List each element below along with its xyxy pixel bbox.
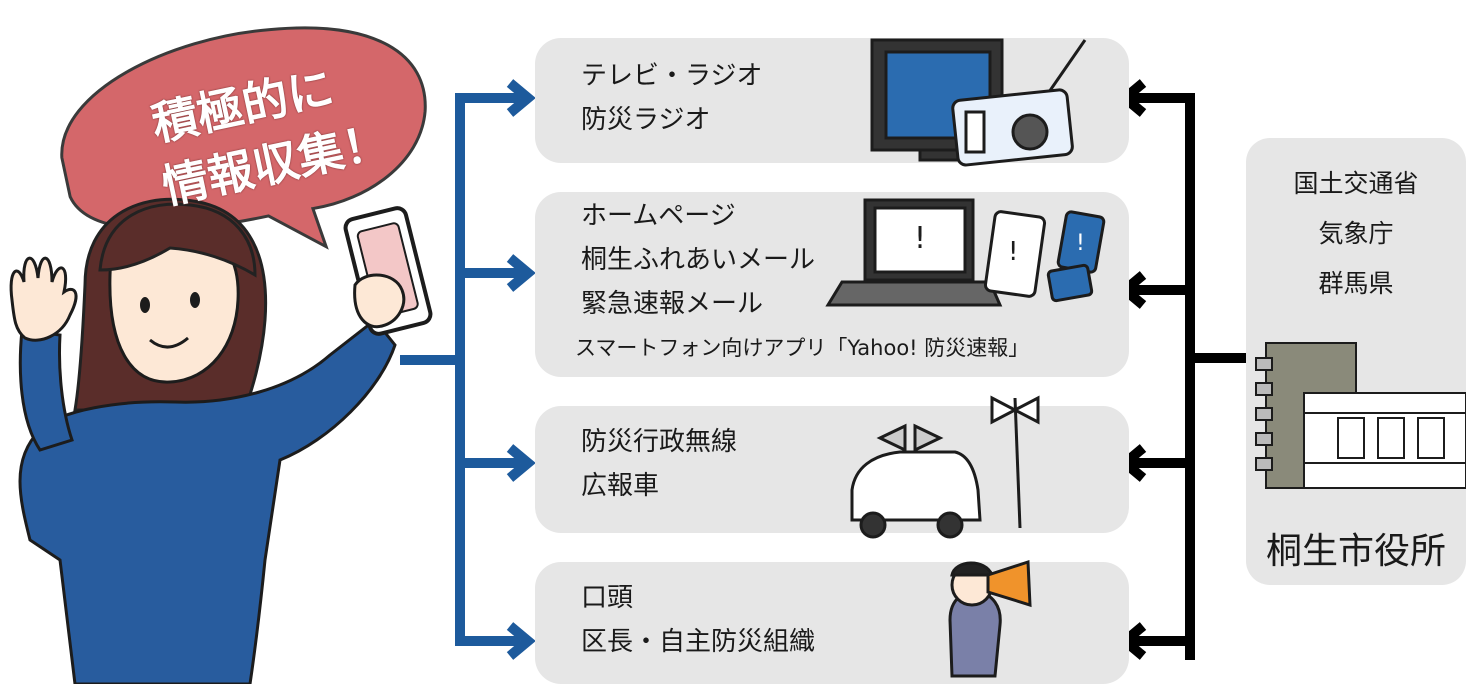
channel-line: スマートフォン向けアプリ「Yahoo! 防災速報」 xyxy=(575,336,1030,360)
agency-label: 気象庁 xyxy=(1318,219,1394,248)
arrow-to-radio-system xyxy=(506,444,536,482)
arrow-to-web xyxy=(506,254,536,292)
person-bangs-icon xyxy=(98,202,257,278)
left-arrowheads xyxy=(506,79,536,660)
arrow-to-verbal xyxy=(506,622,536,660)
svg-text:!: ! xyxy=(1076,231,1085,256)
person-eye-right-icon xyxy=(190,292,200,308)
government-panel: 国土交通省 気象庁 群馬県 桐生市役所 xyxy=(1246,138,1466,585)
person-mouth-icon xyxy=(149,336,189,349)
channel-line: 区長・自主防災組織 xyxy=(581,627,816,657)
person-eye-left-icon xyxy=(140,297,150,313)
svg-text:!: ! xyxy=(1008,237,1018,267)
channel-line: 口頭 xyxy=(581,583,634,613)
channel-line: テレビ・ラジオ xyxy=(581,61,763,91)
megaphone-person-icon xyxy=(948,559,1032,678)
arrow-to-tv-radio xyxy=(506,79,536,117)
laptop-tablet-phone-icon: ! ! ! xyxy=(825,198,1106,307)
city-hall-building-icon xyxy=(1255,342,1466,489)
channel-box-digital: ホームページ 桐生ふれあいメール 緊急速報メール スマートフォン向けアプリ「Ya… xyxy=(535,192,1129,377)
channel-line: 広報車 xyxy=(581,471,660,501)
agency-label: 群馬県 xyxy=(1318,269,1394,298)
channel-line: 桐生ふれあいメール xyxy=(581,245,816,275)
person-body-icon xyxy=(18,317,397,684)
city-office-label: 桐生市役所 xyxy=(1265,531,1446,572)
person-right-hand-icon xyxy=(353,273,406,329)
person-left-hand-icon xyxy=(9,256,78,342)
agency-label: 国土交通省 xyxy=(1293,169,1419,198)
tv-radio-icon xyxy=(870,38,1087,167)
svg-text:!: ! xyxy=(914,221,926,256)
person-left-arm-icon xyxy=(18,328,74,452)
left-connector xyxy=(400,93,520,646)
channel-box-wireless: 防災行政無線 広報車 xyxy=(535,406,1129,533)
channel-line: 防災ラジオ xyxy=(581,105,711,135)
channel-line: ホームページ xyxy=(581,201,736,231)
loudspeaker-car-icon xyxy=(850,395,1040,539)
channel-line: 防災行政無線 xyxy=(581,427,738,457)
channel-line: 緊急速報メール xyxy=(581,289,764,319)
